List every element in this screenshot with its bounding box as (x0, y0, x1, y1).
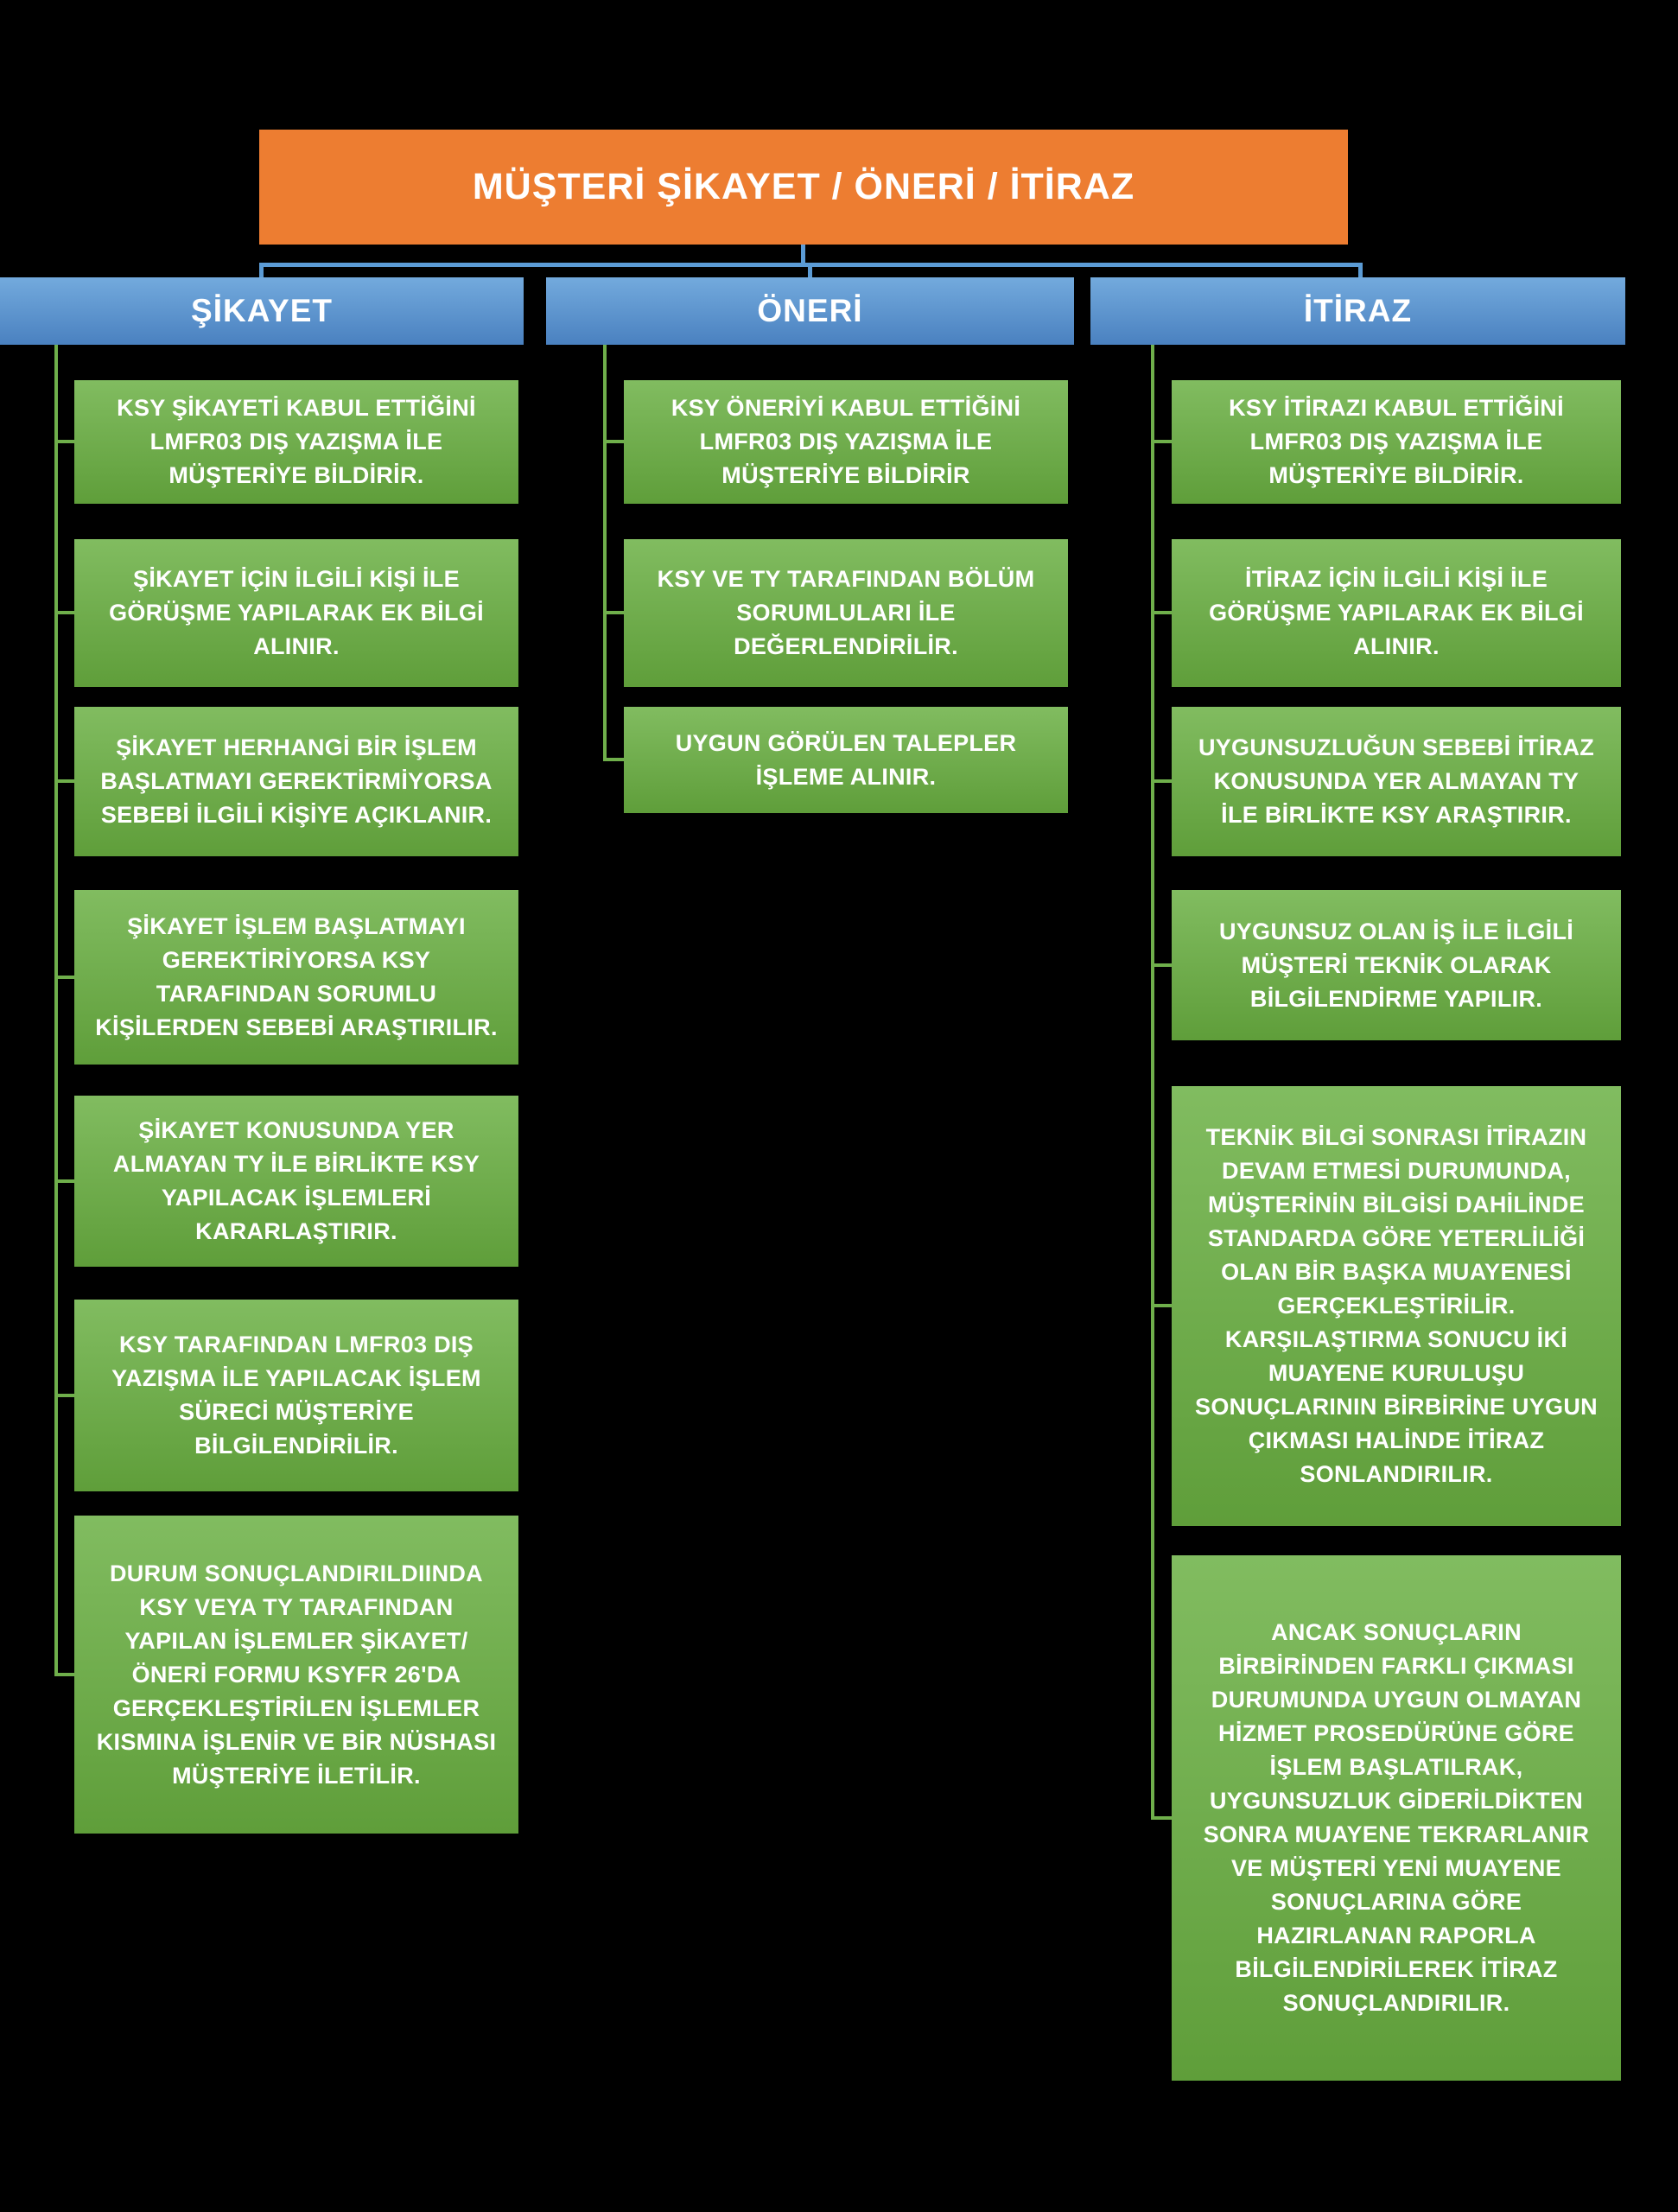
connector-drop-oneri (808, 263, 812, 278)
process-node-sikayet-3: ŞİKAYET HERHANGİ BİR İŞLEM BAŞLATMAYI GE… (74, 707, 518, 856)
process-node-oneri-1: KSY ÖNERİYİ KABUL ETTİĞİNİ LMFR03 DIŞ YA… (624, 380, 1068, 504)
connector-title-drop (801, 245, 805, 264)
process-node-sikayet-2: ŞİKAYET İÇİN İLGİLİ KİŞİ İLE GÖRÜŞME YAP… (74, 539, 518, 687)
process-node-sikayet-7: DURUM SONUÇLANDIRILDIINDA KSY VEYA TY TA… (74, 1516, 518, 1834)
process-node-itiraz-4: UYGUNSUZ OLAN İŞ İLE İLGİLİ MÜŞTERİ TEKN… (1172, 890, 1621, 1040)
process-node-itiraz-6: ANCAK SONUÇLARIN BİRBİRİNDEN FARKLI ÇIKM… (1172, 1555, 1621, 2081)
process-node-sikayet-5: ŞİKAYET KONUSUNDA YER ALMAYAN TY İLE BİR… (74, 1096, 518, 1267)
elbow-sikayet-2 (54, 611, 78, 614)
spine-sikayet (54, 345, 58, 1675)
elbow-sikayet-4 (54, 976, 78, 979)
connector-drop-itiraz (1358, 263, 1363, 278)
process-node-itiraz-3: UYGUNSUZLUĞUN SEBEBİ İTİRAZ KONUSUNDA YE… (1172, 707, 1621, 856)
elbow-sikayet-6 (54, 1394, 78, 1397)
process-node-itiraz-1: KSY İTİRAZI KABUL ETTİĞİNİ LMFR03 DIŞ YA… (1172, 380, 1621, 504)
spine-itiraz (1151, 345, 1154, 1818)
elbow-itiraz-1 (1151, 440, 1175, 443)
elbow-sikayet-7 (54, 1673, 78, 1676)
process-node-sikayet-4: ŞİKAYET İŞLEM BAŞLATMAYI GEREKTİRİYORSA … (74, 890, 518, 1065)
elbow-oneri-3 (603, 758, 627, 761)
process-node-oneri-3: UYGUN GÖRÜLEN TALEPLER İŞLEME ALINIR. (624, 707, 1068, 813)
elbow-sikayet-3 (54, 779, 78, 783)
process-node-itiraz-2: İTİRAZ İÇİN İLGİLİ KİŞİ İLE GÖRÜŞME YAPI… (1172, 539, 1621, 687)
elbow-oneri-2 (603, 611, 627, 614)
elbow-itiraz-4 (1151, 963, 1175, 967)
elbow-itiraz-2 (1151, 611, 1175, 614)
elbow-oneri-1 (603, 440, 627, 443)
elbow-sikayet-5 (54, 1179, 78, 1183)
process-node-sikayet-6: KSY TARAFINDAN LMFR03 DIŞ YAZIŞMA İLE YA… (74, 1300, 518, 1491)
process-node-sikayet-1: KSY ŞİKAYETİ KABUL ETTİĞİNİ LMFR03 DIŞ Y… (74, 380, 518, 504)
elbow-itiraz-6 (1151, 1816, 1175, 1820)
column-header-sikayet: ŞİKAYET (0, 277, 524, 345)
process-node-oneri-2: KSY VE TY TARAFINDAN BÖLÜM SORUMLULARI İ… (624, 539, 1068, 687)
elbow-itiraz-3 (1151, 779, 1175, 783)
title-node: MÜŞTERİ ŞİKAYET / ÖNERİ / İTİRAZ (259, 130, 1348, 245)
elbow-sikayet-1 (54, 440, 78, 443)
connector-drop-sikayet (259, 263, 264, 278)
column-header-itiraz: İTİRAZ (1090, 277, 1625, 345)
spine-oneri (603, 345, 607, 760)
column-header-oneri: ÖNERİ (546, 277, 1074, 345)
elbow-itiraz-5 (1151, 1304, 1175, 1307)
process-node-itiraz-5: TEKNİK BİLGİ SONRASI İTİRAZIN DEVAM ETME… (1172, 1086, 1621, 1526)
